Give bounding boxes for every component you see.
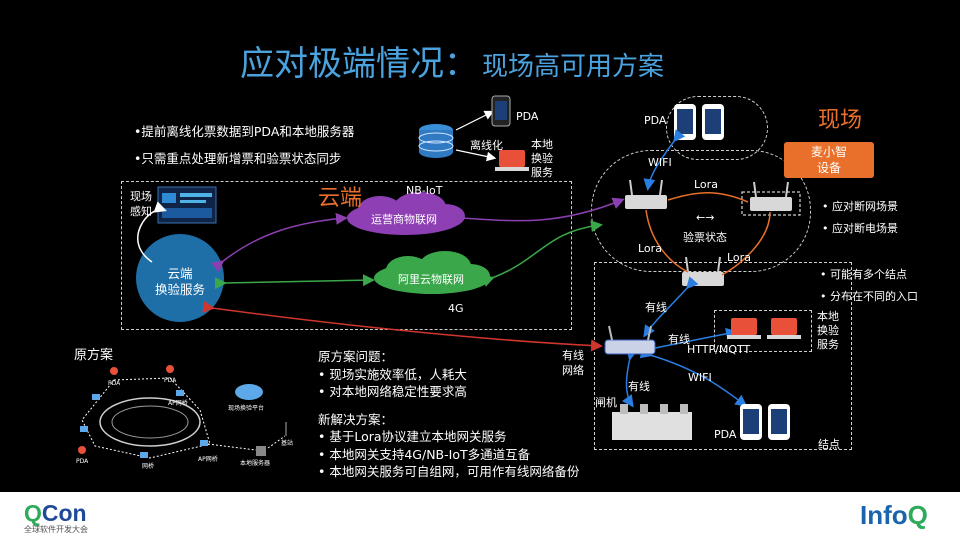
wired-label: 有线	[668, 333, 690, 346]
site-pda-label: PDA	[644, 114, 667, 127]
sync-label: 验票状态	[683, 231, 727, 244]
small-label: 网桥	[142, 463, 155, 470]
nbiot-label: NB-IoT	[406, 184, 443, 197]
plan-text: 原方案问题： • 现场实施效率低，人耗大 • 对本地网络稳定性要求高 新解决方案…	[318, 348, 579, 481]
small-label: PDA	[164, 377, 177, 384]
solution-item: • 基于Lora协议建立本地网关服务	[318, 429, 507, 444]
sync-arrow: ←→	[696, 211, 715, 224]
gateway-device-icon	[750, 181, 792, 211]
original-scheme-title: 原方案	[74, 348, 114, 363]
pda-phone-icon	[674, 104, 724, 140]
title-main: 应对极端情况：	[240, 44, 478, 84]
small-label: 现场换验平台	[228, 405, 265, 412]
wired-label: 有线	[628, 380, 650, 393]
title-sub: 现场高可用方案	[482, 52, 665, 82]
dashboard-thumbnail	[157, 186, 217, 224]
small-label: 基站	[281, 440, 294, 447]
node-label: 结点	[818, 438, 840, 451]
node-bullets: • 可能有多个结点• 分布在不同的入口	[820, 268, 918, 303]
maixiaozhi-device-badge: 麦小智设备	[784, 142, 874, 178]
qcon-subtitle: 全球软件开发大会	[24, 525, 88, 534]
cloud-service-circle	[136, 234, 224, 322]
slide-title: 应对极端情况：现场高可用方案	[240, 36, 664, 85]
solution-title: 新解决方案：	[318, 411, 394, 427]
laptop-icon	[727, 318, 801, 339]
laptop-icon	[495, 150, 529, 171]
cloud-service-label: 云端换验服务	[154, 266, 205, 297]
pda-phone-icon	[491, 95, 511, 127]
small-label: PDA	[108, 380, 121, 387]
lora-label: Lora	[694, 178, 718, 191]
small-label: 本地服务器	[240, 460, 271, 467]
small-label: AP网桥	[198, 456, 218, 463]
wifi-label: WIFI	[688, 371, 712, 384]
carrier-iot-label: 运营商物联网	[371, 213, 437, 226]
problem-item: • 现场实施效率低，人耗大	[318, 366, 467, 382]
problem-item: • 对本地网络稳定性要求高	[318, 384, 467, 399]
gate-machine-icon	[612, 404, 692, 440]
database-icon	[418, 124, 454, 158]
site-title: 现场	[818, 108, 863, 133]
offline-label: 离线化	[470, 139, 503, 152]
pda-phone-icon	[740, 404, 790, 440]
wired-network-label: 有线网络	[562, 349, 584, 377]
node-local-service-label: 本地换验服务	[817, 310, 839, 351]
gateway-device-icon	[682, 256, 724, 286]
4g-label: 4G	[448, 302, 464, 315]
pda-ellipse	[666, 96, 768, 160]
aliyun-iot-cloud	[374, 251, 490, 294]
http-mqtt-label: HTTP/MQTT	[687, 343, 751, 356]
infoq-logo: InfoQ	[860, 500, 928, 530]
local-service-label: 本地换验服务	[531, 138, 553, 179]
offline-bullets: • 应对断网场景• 应对断电场景	[822, 200, 898, 235]
node-pda-label: PDA	[714, 428, 737, 441]
intro-bullet: •只需重点处理新增票和验票状态同步	[134, 151, 342, 166]
solution-item: • 本地网关服务可自组网，可用作有线网络备份	[318, 464, 580, 479]
gateway-device-icon	[625, 179, 667, 209]
intro-bullets: •提前离线化票数据到PDA和本地服务器 •只需重点处理新增票和验票状态同步	[134, 118, 354, 172]
wired-label: 有线	[645, 301, 667, 314]
lora-label: Lora	[727, 251, 751, 264]
intro-bullet: •提前离线化票数据到PDA和本地服务器	[134, 124, 355, 139]
site-wifi-label: WIFI	[648, 156, 672, 169]
footer-bar	[0, 492, 960, 540]
router-icon	[604, 325, 656, 355]
qcon-logo: QCon	[24, 500, 87, 526]
problem-title: 原方案问题：	[318, 349, 394, 364]
lora-label: Lora	[638, 242, 662, 255]
scene-sense-label: 现场感知	[130, 190, 152, 218]
small-label: AP网桥	[168, 400, 188, 407]
aliyun-iot-label: 阿里云物联网	[398, 273, 464, 286]
cloud-title: 云端	[318, 186, 363, 211]
gate-label: 闸机	[595, 396, 617, 409]
small-label: PDA	[76, 458, 89, 465]
pda-label: PDA	[516, 110, 539, 123]
original-scheme-diagram	[78, 365, 287, 459]
node-box	[594, 262, 852, 450]
solution-item: • 本地网关支持4G/NB-IoT多通道互备	[318, 446, 531, 462]
